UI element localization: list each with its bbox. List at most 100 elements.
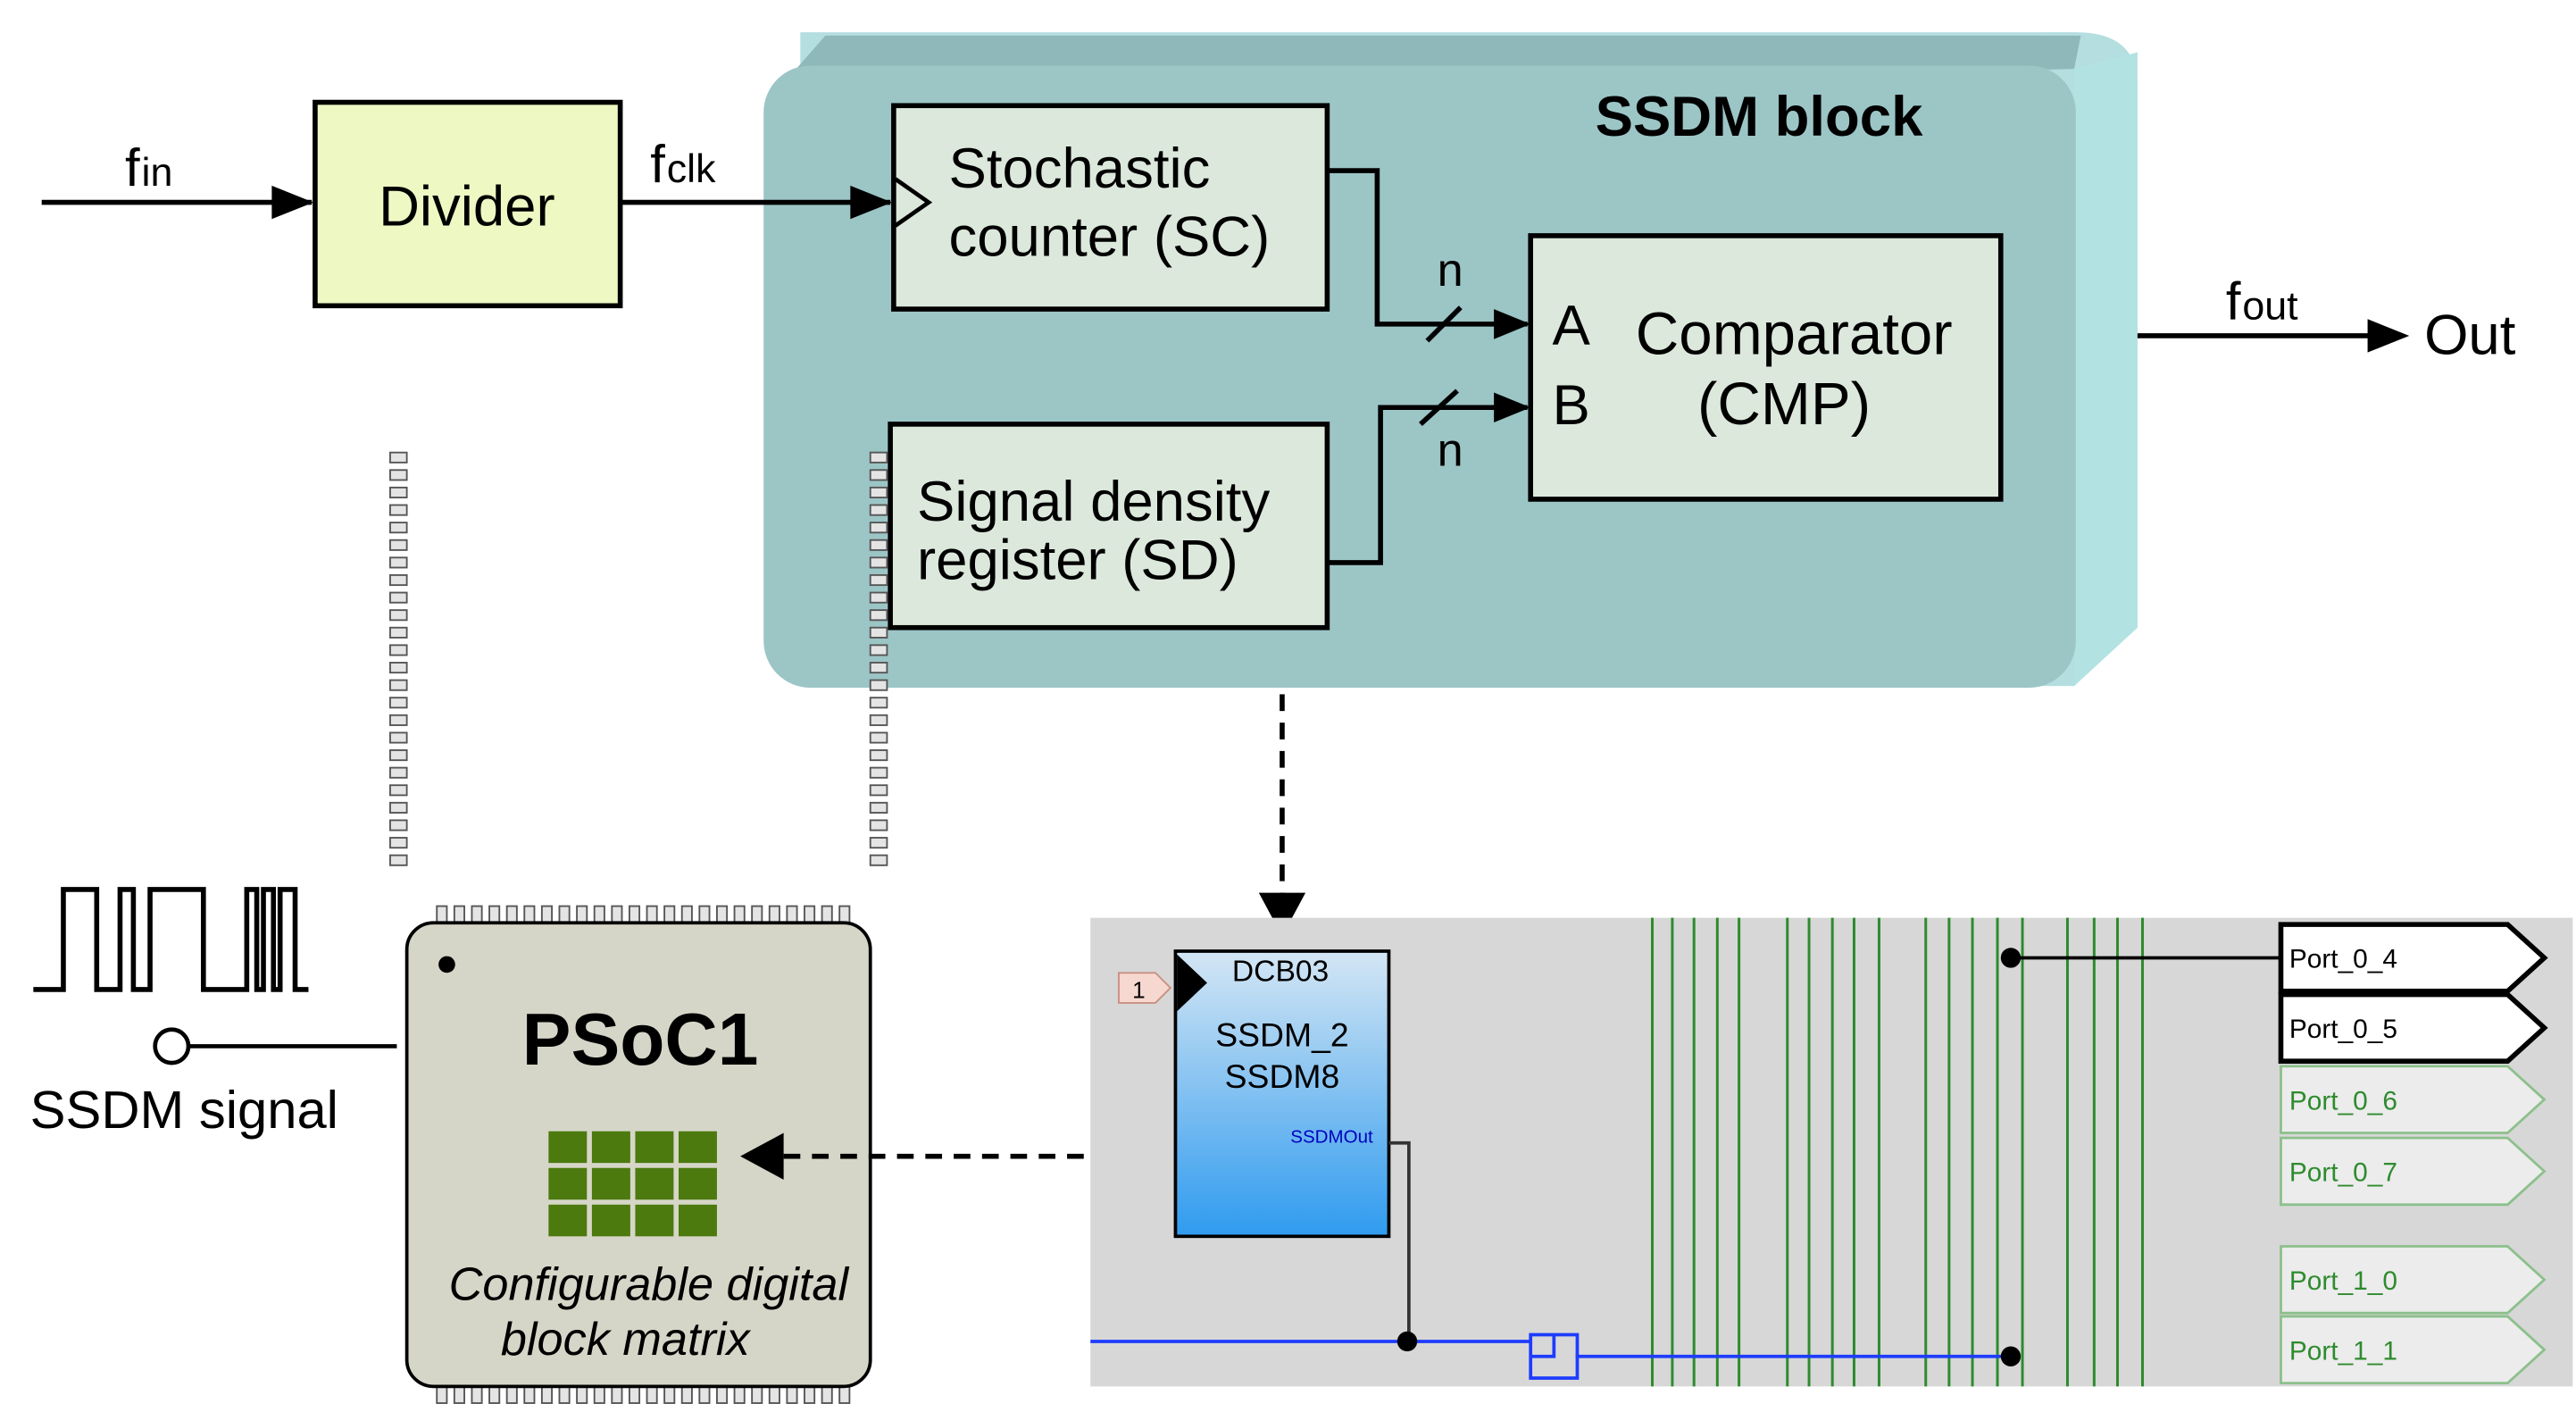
chip-title: PSoC1: [522, 999, 759, 1081]
chip-pin: [389, 784, 408, 797]
cmp-label-line1: Comparator: [1636, 300, 1953, 367]
chip-pin: [389, 749, 408, 762]
fout-label: f: [2226, 271, 2241, 330]
chip-pin: [471, 905, 483, 924]
digital-block-matrix: [548, 1131, 717, 1237]
chip-pin: [869, 731, 888, 744]
chip-pin: [389, 837, 408, 849]
chip-pin: [453, 1385, 465, 1404]
port-2[interactable]: Port_0_5: [2278, 991, 2548, 1065]
port-1[interactable]: Port_0_4: [2278, 922, 2548, 994]
chip-pin: [768, 1385, 780, 1404]
matrix-cell: [548, 1204, 588, 1237]
chip-pin: [680, 1385, 693, 1404]
matrix-label-line1: Configurable digital: [449, 1258, 850, 1310]
port-shape: [2278, 991, 2548, 1065]
chip-pin: [698, 1385, 711, 1404]
chip-pin: [389, 486, 408, 499]
chip-pin: [611, 905, 623, 924]
out-label: Out: [2424, 304, 2516, 366]
chip-pin: [680, 905, 693, 924]
chip-pin: [786, 905, 798, 924]
port-shape: [2280, 1065, 2547, 1134]
matrix-cell: [591, 1167, 630, 1200]
chip-pin: [869, 837, 888, 849]
matrix-cell: [678, 1167, 717, 1200]
chip-pin: [869, 504, 888, 516]
chip-pin: [751, 905, 763, 924]
svg-text:fin: fin: [125, 138, 172, 197]
input-signal: fin: [41, 138, 314, 220]
port-label: Port_1_1: [2289, 1336, 2397, 1366]
chip-pin: [869, 749, 888, 762]
port-3[interactable]: Port_0_6: [2280, 1065, 2547, 1134]
port-shape: [2280, 1245, 2547, 1315]
matrix-cell: [591, 1204, 630, 1237]
dcb03-block: DCB03 SSDM_2 SSDM8 SSDMOut: [1173, 949, 1391, 1239]
chip-pin: [838, 905, 851, 924]
dashed-arrow-left: [740, 1132, 1134, 1180]
chip-pin: [869, 522, 888, 534]
dcb-name: DCB03: [1232, 956, 1329, 989]
fout-subscript: out: [2242, 283, 2298, 328]
comparator-block: A B Comparator (CMP): [1528, 233, 2004, 502]
chip-pin: [389, 854, 408, 866]
signal-density-register-block: Signal density register (SD): [888, 422, 1330, 631]
fclk-label: f: [650, 134, 665, 194]
matrix-cell: [678, 1131, 717, 1164]
port-label: Port_0_4: [2289, 945, 2397, 974]
chip-pin: [869, 819, 888, 831]
chip-pin: [576, 905, 588, 924]
chip-pin: [869, 486, 888, 499]
output-pin-label: SSDMOut: [1290, 1127, 1373, 1148]
chip-pin: [453, 905, 465, 924]
routing-bus-lines: [1651, 917, 2144, 1387]
chip-pin: [389, 609, 408, 622]
chip-pin: [389, 539, 408, 551]
output-signal: fout Out: [2137, 271, 2516, 366]
cmp-label-line2: (CMP): [1697, 371, 1871, 438]
chip-pin: [869, 591, 888, 604]
chip-pin: [821, 905, 833, 924]
chip-pin: [869, 766, 888, 779]
chip-pin: [389, 679, 408, 691]
chip-pin: [389, 591, 408, 604]
port-5[interactable]: Port_1_0: [2280, 1245, 2547, 1315]
chip-pin: [389, 451, 408, 464]
chip-pin: [628, 905, 641, 924]
chip-pin: [646, 1385, 658, 1404]
matrix-cell: [548, 1131, 588, 1164]
sd-label-line2: register (SD): [917, 530, 1238, 592]
chip-pin: [505, 1385, 518, 1404]
chip-pin: [593, 905, 605, 924]
divider-label: Divider: [379, 176, 555, 238]
sc-label-line2: counter (SC): [949, 205, 1271, 268]
port-label: Port_0_7: [2289, 1158, 2397, 1188]
junction-dot-3: [2000, 1346, 2022, 1366]
port-label: Port_0_5: [2289, 1015, 2397, 1044]
chip-pin: [611, 1385, 623, 1404]
chip-pin: [523, 905, 536, 924]
matrix-label-line2: block matrix: [501, 1314, 752, 1366]
chip-pin: [389, 766, 408, 779]
chip-pin: [869, 662, 888, 674]
port-shape: [2280, 1136, 2547, 1207]
chip-pin: [488, 1385, 501, 1404]
matrix-cell: [635, 1131, 674, 1164]
junction-dot-1: [1396, 1331, 1418, 1352]
chip-pin: [389, 556, 408, 569]
chip-pin: [733, 1385, 746, 1404]
port-6[interactable]: Port_1_1: [2280, 1315, 2547, 1385]
chip-pin: [436, 905, 448, 924]
chip-pin: [576, 1385, 588, 1404]
stochastic-counter-block: Stochastic counter (SC): [891, 103, 1330, 312]
chip-pin: [628, 1385, 641, 1404]
ssdmout-wire: [1388, 1140, 1411, 1341]
blue-routing-wire: [1090, 1333, 2011, 1380]
port-4[interactable]: Port_0_7: [2280, 1136, 2547, 1207]
chip-pin: [663, 905, 676, 924]
chip-pin: [593, 1385, 605, 1404]
chip-pin: [821, 1385, 833, 1404]
chip-pin: [869, 539, 888, 551]
bus-width-b: n: [1438, 425, 1463, 477]
